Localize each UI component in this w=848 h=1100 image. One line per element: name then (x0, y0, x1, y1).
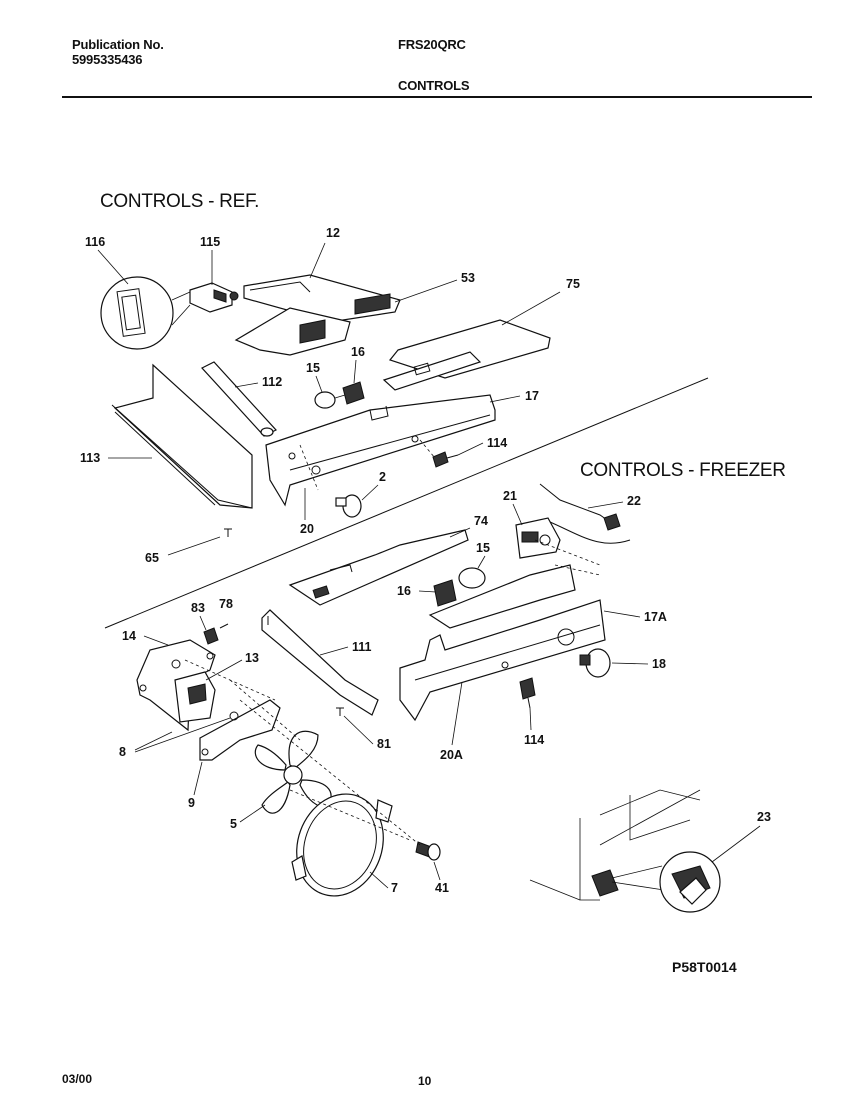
callout-15-freezer: 15 (476, 541, 490, 555)
part-83-clip (203, 623, 229, 645)
callout-16-ref: 16 (351, 345, 365, 359)
part-16-socket-freezer (433, 579, 457, 607)
callout-7: 7 (391, 881, 398, 895)
detail-circle-116 (100, 276, 191, 350)
callout-75: 75 (566, 277, 580, 291)
part-15-bulb-freezer (458, 567, 486, 589)
callout-114-ref: 114 (487, 436, 507, 450)
leader-lines (97, 242, 761, 889)
footer-page-number: 10 (418, 1074, 432, 1088)
part-21-thermostat (515, 517, 561, 559)
part-17-housing (265, 394, 496, 507)
part-22-capillary (539, 483, 631, 544)
callout-21: 21 (503, 489, 517, 503)
part-5-fan-blade (254, 730, 332, 814)
callout-114-freezer: 114 (524, 733, 544, 747)
publication-number: 5995335436 (72, 52, 143, 67)
ref-section-title: CONTROLS - REF. (100, 191, 259, 212)
publication-label: Publication No. (72, 37, 164, 52)
model-number: FRS20QRC (398, 37, 466, 52)
callout-74: 74 (474, 514, 488, 528)
callout-9: 9 (188, 796, 195, 810)
callout-53: 53 (461, 271, 475, 285)
callout-13: 13 (245, 651, 259, 665)
callout-20: 20 (300, 522, 314, 536)
part-16-socket-ref (342, 381, 365, 405)
callout-22: 22 (627, 494, 641, 508)
part-112-tube (201, 361, 277, 437)
section-divider (104, 377, 709, 629)
assembly-dashed-lines (184, 439, 601, 846)
callout-113: 113 (80, 451, 100, 465)
part-2-knob (335, 494, 362, 518)
part-75-cover (382, 319, 551, 391)
callout-18: 18 (652, 657, 666, 671)
callout-2: 2 (379, 470, 386, 484)
part-7-shroud (291, 793, 393, 897)
callout-5: 5 (230, 817, 237, 831)
section-title: CONTROLS (398, 78, 470, 93)
part-65-screw (224, 528, 232, 537)
callout-16-freezer: 16 (397, 584, 411, 598)
callout-111: 111 (352, 640, 372, 654)
callout-20A: 20A (440, 748, 463, 762)
callout-83: 83 (191, 601, 205, 615)
callout-116: 116 (85, 235, 105, 249)
callout-81: 81 (377, 737, 391, 751)
callout-8: 8 (119, 745, 126, 759)
callout-78: 78 (219, 597, 233, 611)
part-115-switch (189, 282, 239, 313)
callout-112: 112 (262, 375, 282, 389)
part-9-bracket (199, 699, 281, 761)
callout-115: 115 (200, 235, 220, 249)
part-111-bracket (261, 609, 379, 716)
footer-date: 03/00 (62, 1072, 93, 1086)
part-113-panel (111, 363, 253, 509)
part-114-freezer (519, 677, 536, 709)
part-23-detail (529, 789, 721, 913)
callout-15-ref: 15 (306, 361, 320, 375)
freezer-section-title: CONTROLS - FREEZER (580, 460, 786, 481)
part-17A-housing (399, 564, 606, 722)
figure-code: P58T0014 (672, 959, 737, 975)
callout-17A: 17A (644, 610, 667, 624)
part-81-screw (336, 707, 344, 716)
callout-65: 65 (145, 551, 159, 565)
header-rule (62, 96, 812, 98)
part-18-knob (579, 648, 611, 678)
part-13-motor (174, 671, 216, 723)
part-114-ref (432, 451, 459, 468)
callout-23: 23 (757, 810, 771, 824)
part-41-screw (415, 841, 441, 861)
part-53-housing (234, 274, 401, 356)
callout-17: 17 (525, 389, 539, 403)
callout-14: 14 (122, 629, 136, 643)
callout-12: 12 (326, 226, 340, 240)
callout-41: 41 (435, 881, 449, 895)
part-15-bulb-ref (314, 391, 346, 409)
